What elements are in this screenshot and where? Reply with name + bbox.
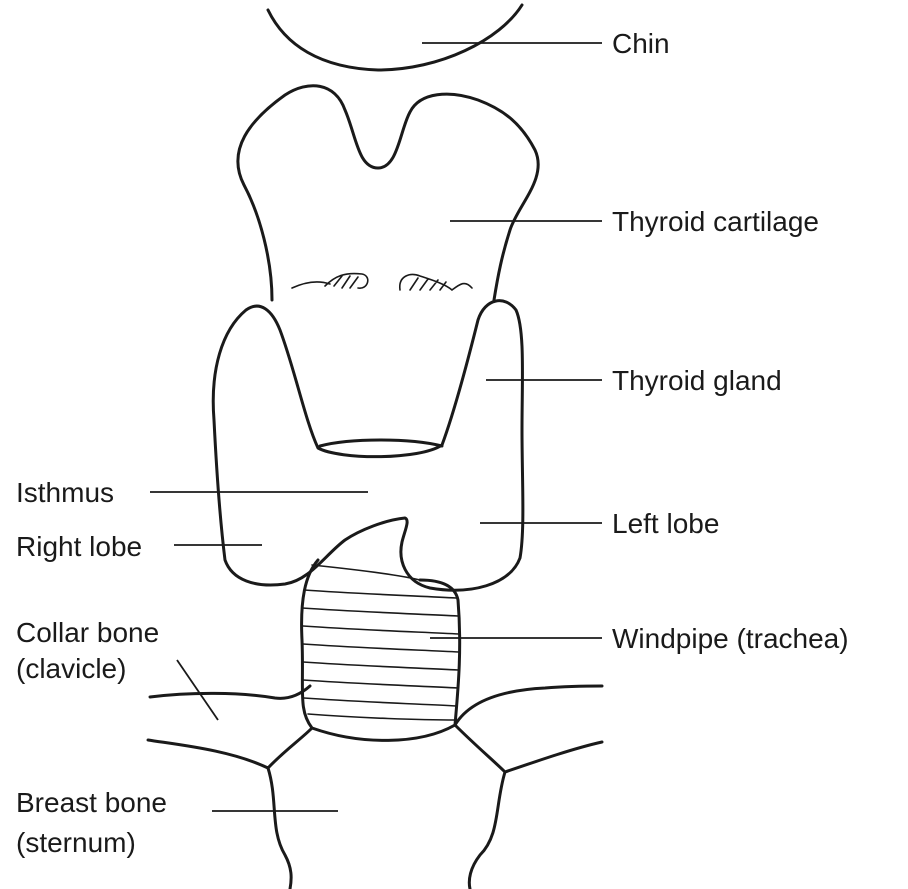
clavicle-right (455, 686, 602, 725)
sternum-left-side (268, 768, 291, 889)
label-left-lobe: Left lobe (612, 508, 719, 539)
label-chin: Chin (612, 28, 670, 59)
label-isthmus: Isthmus (16, 477, 114, 508)
vocal-cord-left-mark (292, 274, 368, 289)
cartilage-lower-edge (320, 440, 442, 446)
label-thyroid-gland: Thyroid gland (612, 365, 782, 396)
thyroid-cartilage-shape (238, 86, 538, 300)
label-thyroid-cartilage: Thyroid cartilage (612, 206, 819, 237)
clavicle-left (150, 686, 310, 698)
vocal-cord-right-mark (400, 275, 472, 290)
label-windpipe: Windpipe (trachea) (612, 623, 849, 654)
sternum-right-edge (455, 725, 602, 772)
clavicle-leader-mark (177, 660, 218, 720)
label-right-lobe: Right lobe (16, 531, 142, 562)
chin-shape (268, 5, 522, 70)
label-collar-bone: Collar bone (16, 617, 159, 648)
label-clavicle: (clavicle) (16, 653, 126, 684)
sternum-left-edge (148, 728, 312, 768)
sternum-right-side (469, 772, 505, 889)
leader-lines (150, 43, 602, 811)
label-sternum: (sternum) (16, 827, 136, 858)
thyroid-gland-shape (213, 301, 523, 590)
label-breast-bone: Breast bone (16, 787, 167, 818)
